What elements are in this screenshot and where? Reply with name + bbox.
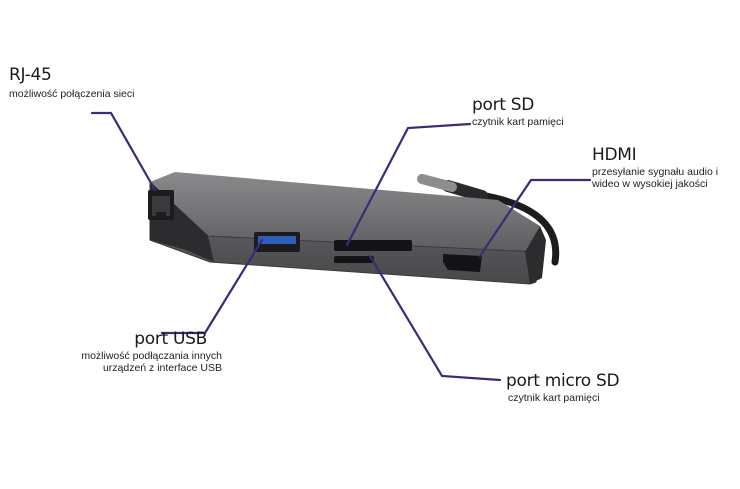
hdmi-port (443, 254, 482, 272)
leader-line-microsd (368, 254, 502, 382)
label-usb: port USB możliwość podłączania innych ur… (72, 329, 222, 374)
label-rj45-title: RJ-45 (9, 65, 52, 85)
label-sd-title: port SD (472, 95, 535, 115)
label-rj45-desc: możliwość połączenia sieci (9, 87, 135, 100)
sd-port (334, 240, 412, 251)
label-usb-title: port USB (134, 329, 207, 349)
leader-line-rj45 (90, 111, 157, 192)
usb-c-cable (417, 174, 560, 266)
leader-line-sd (345, 122, 472, 247)
label-microsd-desc: czytnik kart pamięci (508, 391, 600, 404)
label-sd: port SD czytnik kart pamięci (472, 95, 564, 128)
hub-body (149, 172, 546, 285)
label-hdmi: HDMI przesyłanie sygnału audio i wideo w… (592, 145, 732, 190)
usb-port (254, 232, 300, 252)
label-rj45: RJ-45 możliwość połączenia sieci (9, 65, 135, 100)
label-microsd-title: port micro SD (506, 371, 620, 391)
microsd-port (334, 256, 374, 263)
label-hdmi-desc: przesyłanie sygnału audio i wideo w wyso… (592, 165, 719, 190)
leader-line-usb (160, 238, 264, 335)
label-sd-desc: czytnik kart pamięci (472, 115, 564, 128)
rj45-port (148, 190, 174, 220)
leader-line-hdmi (478, 178, 592, 258)
leader-lines (90, 111, 592, 382)
label-microsd: port micro SD czytnik kart pamięci (506, 371, 620, 404)
label-hdmi-title: HDMI (592, 145, 637, 165)
label-usb-desc: możliwość podłączania innych urządzeń z … (81, 349, 222, 374)
